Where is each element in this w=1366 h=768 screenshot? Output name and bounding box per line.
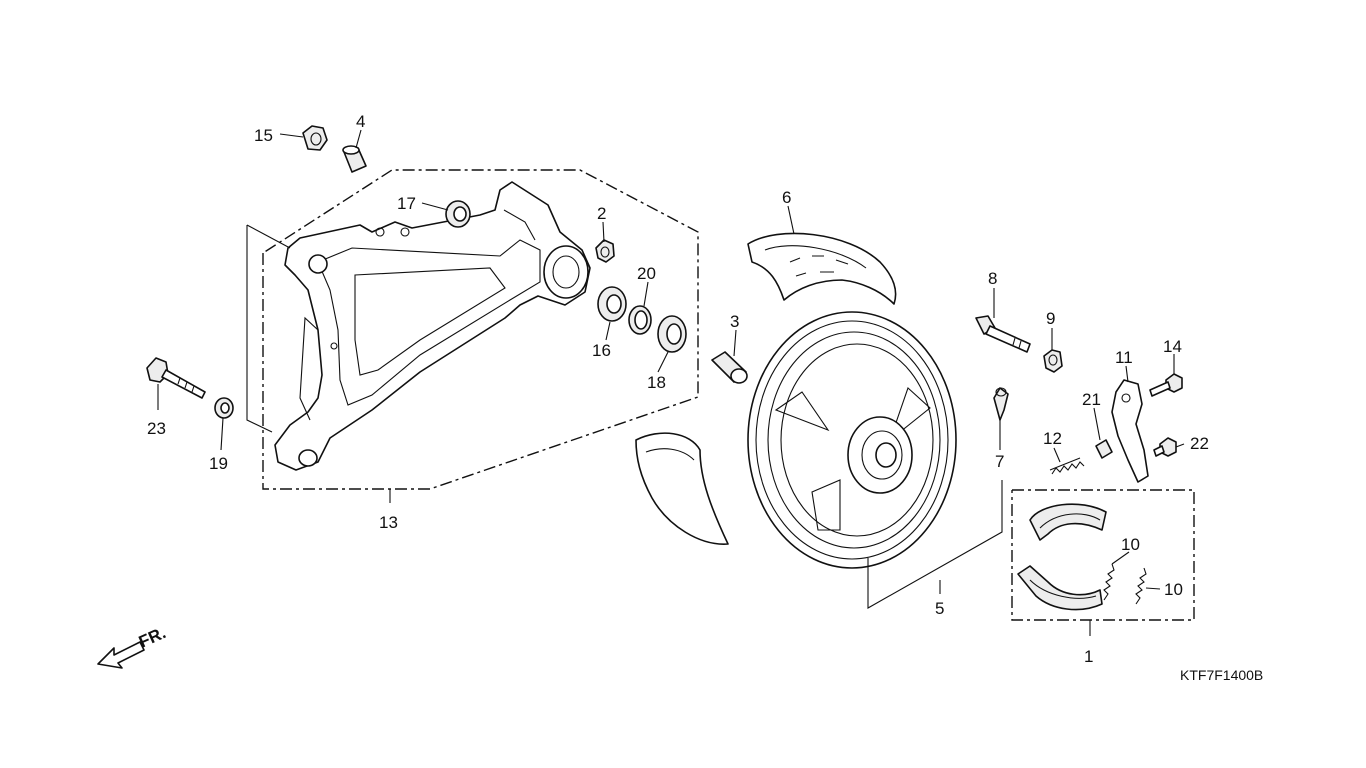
spring-10-left-part[interactable] <box>1103 563 1115 601</box>
callout-10-upper: 10 <box>1121 535 1140 554</box>
brake-shoe-group-outline <box>1011 489 1195 636</box>
swing-arm-part[interactable] <box>274 181 591 471</box>
callout-20: 20 <box>637 264 656 283</box>
circlip-20-part[interactable] <box>628 305 652 335</box>
brake-shoe-lower-part[interactable] <box>1017 565 1103 611</box>
spring-12-part[interactable] <box>1049 457 1085 475</box>
nut-9-part[interactable] <box>1043 349 1063 373</box>
callout-12: 12 <box>1043 429 1062 448</box>
callout-11: 11 <box>1115 348 1133 367</box>
valve-7-part[interactable] <box>993 387 1009 421</box>
bolt-23-part[interactable] <box>146 357 206 399</box>
pin-21-part[interactable] <box>1095 439 1113 459</box>
bolt-14-part[interactable] <box>1149 373 1183 397</box>
front-direction-arrow: FR. <box>97 623 169 669</box>
callout-2: 2 <box>597 204 606 223</box>
front-direction-label: FR. <box>136 623 169 651</box>
spring-10-right-part[interactable] <box>1135 567 1147 605</box>
callout-18: 18 <box>647 373 666 392</box>
callout-14: 14 <box>1163 337 1182 356</box>
callout-21: 21 <box>1082 390 1101 409</box>
callout-7: 7 <box>995 452 1004 471</box>
nut-15-part[interactable] <box>302 125 328 151</box>
oil-seal-18-part[interactable] <box>657 315 687 353</box>
callout-6: 6 <box>782 188 791 207</box>
callout-19: 19 <box>209 454 228 473</box>
bolt-22-part[interactable] <box>1153 437 1177 457</box>
callout-9: 9 <box>1046 309 1055 328</box>
bearing-16-part[interactable] <box>597 286 627 322</box>
bolt-8-part[interactable] <box>975 315 1031 353</box>
callout-13: 13 <box>379 513 398 532</box>
swing-arm-group-outline <box>262 169 699 503</box>
callout-4: 4 <box>356 112 365 131</box>
collar-4-part[interactable] <box>342 145 367 173</box>
tire-lower-part[interactable] <box>635 432 729 545</box>
nut-2-part[interactable] <box>595 239 615 263</box>
brake-arm-11-part[interactable] <box>1111 379 1149 483</box>
callout-1: 1 <box>1084 647 1093 666</box>
callout-10-lower: 10 <box>1164 580 1183 599</box>
callout-17: 17 <box>397 194 416 213</box>
brake-shoe-upper-part[interactable] <box>1029 503 1107 541</box>
washer-19-part[interactable] <box>214 397 234 419</box>
diagram-code: KTF7F1400B <box>1180 667 1263 683</box>
bearing-17-part[interactable] <box>445 200 471 228</box>
callout-16: 16 <box>592 341 611 360</box>
callout-15: 15 <box>254 126 273 145</box>
callout-3: 3 <box>730 312 739 331</box>
callout-8: 8 <box>988 269 997 288</box>
tire-6-part[interactable] <box>747 232 897 305</box>
callout-23: 23 <box>147 419 166 438</box>
callout-5: 5 <box>935 599 944 618</box>
collar-3-part[interactable] <box>711 351 748 384</box>
wheel-5-part[interactable] <box>747 311 957 569</box>
callout-22: 22 <box>1190 434 1209 453</box>
leader-lines <box>157 129 1185 590</box>
